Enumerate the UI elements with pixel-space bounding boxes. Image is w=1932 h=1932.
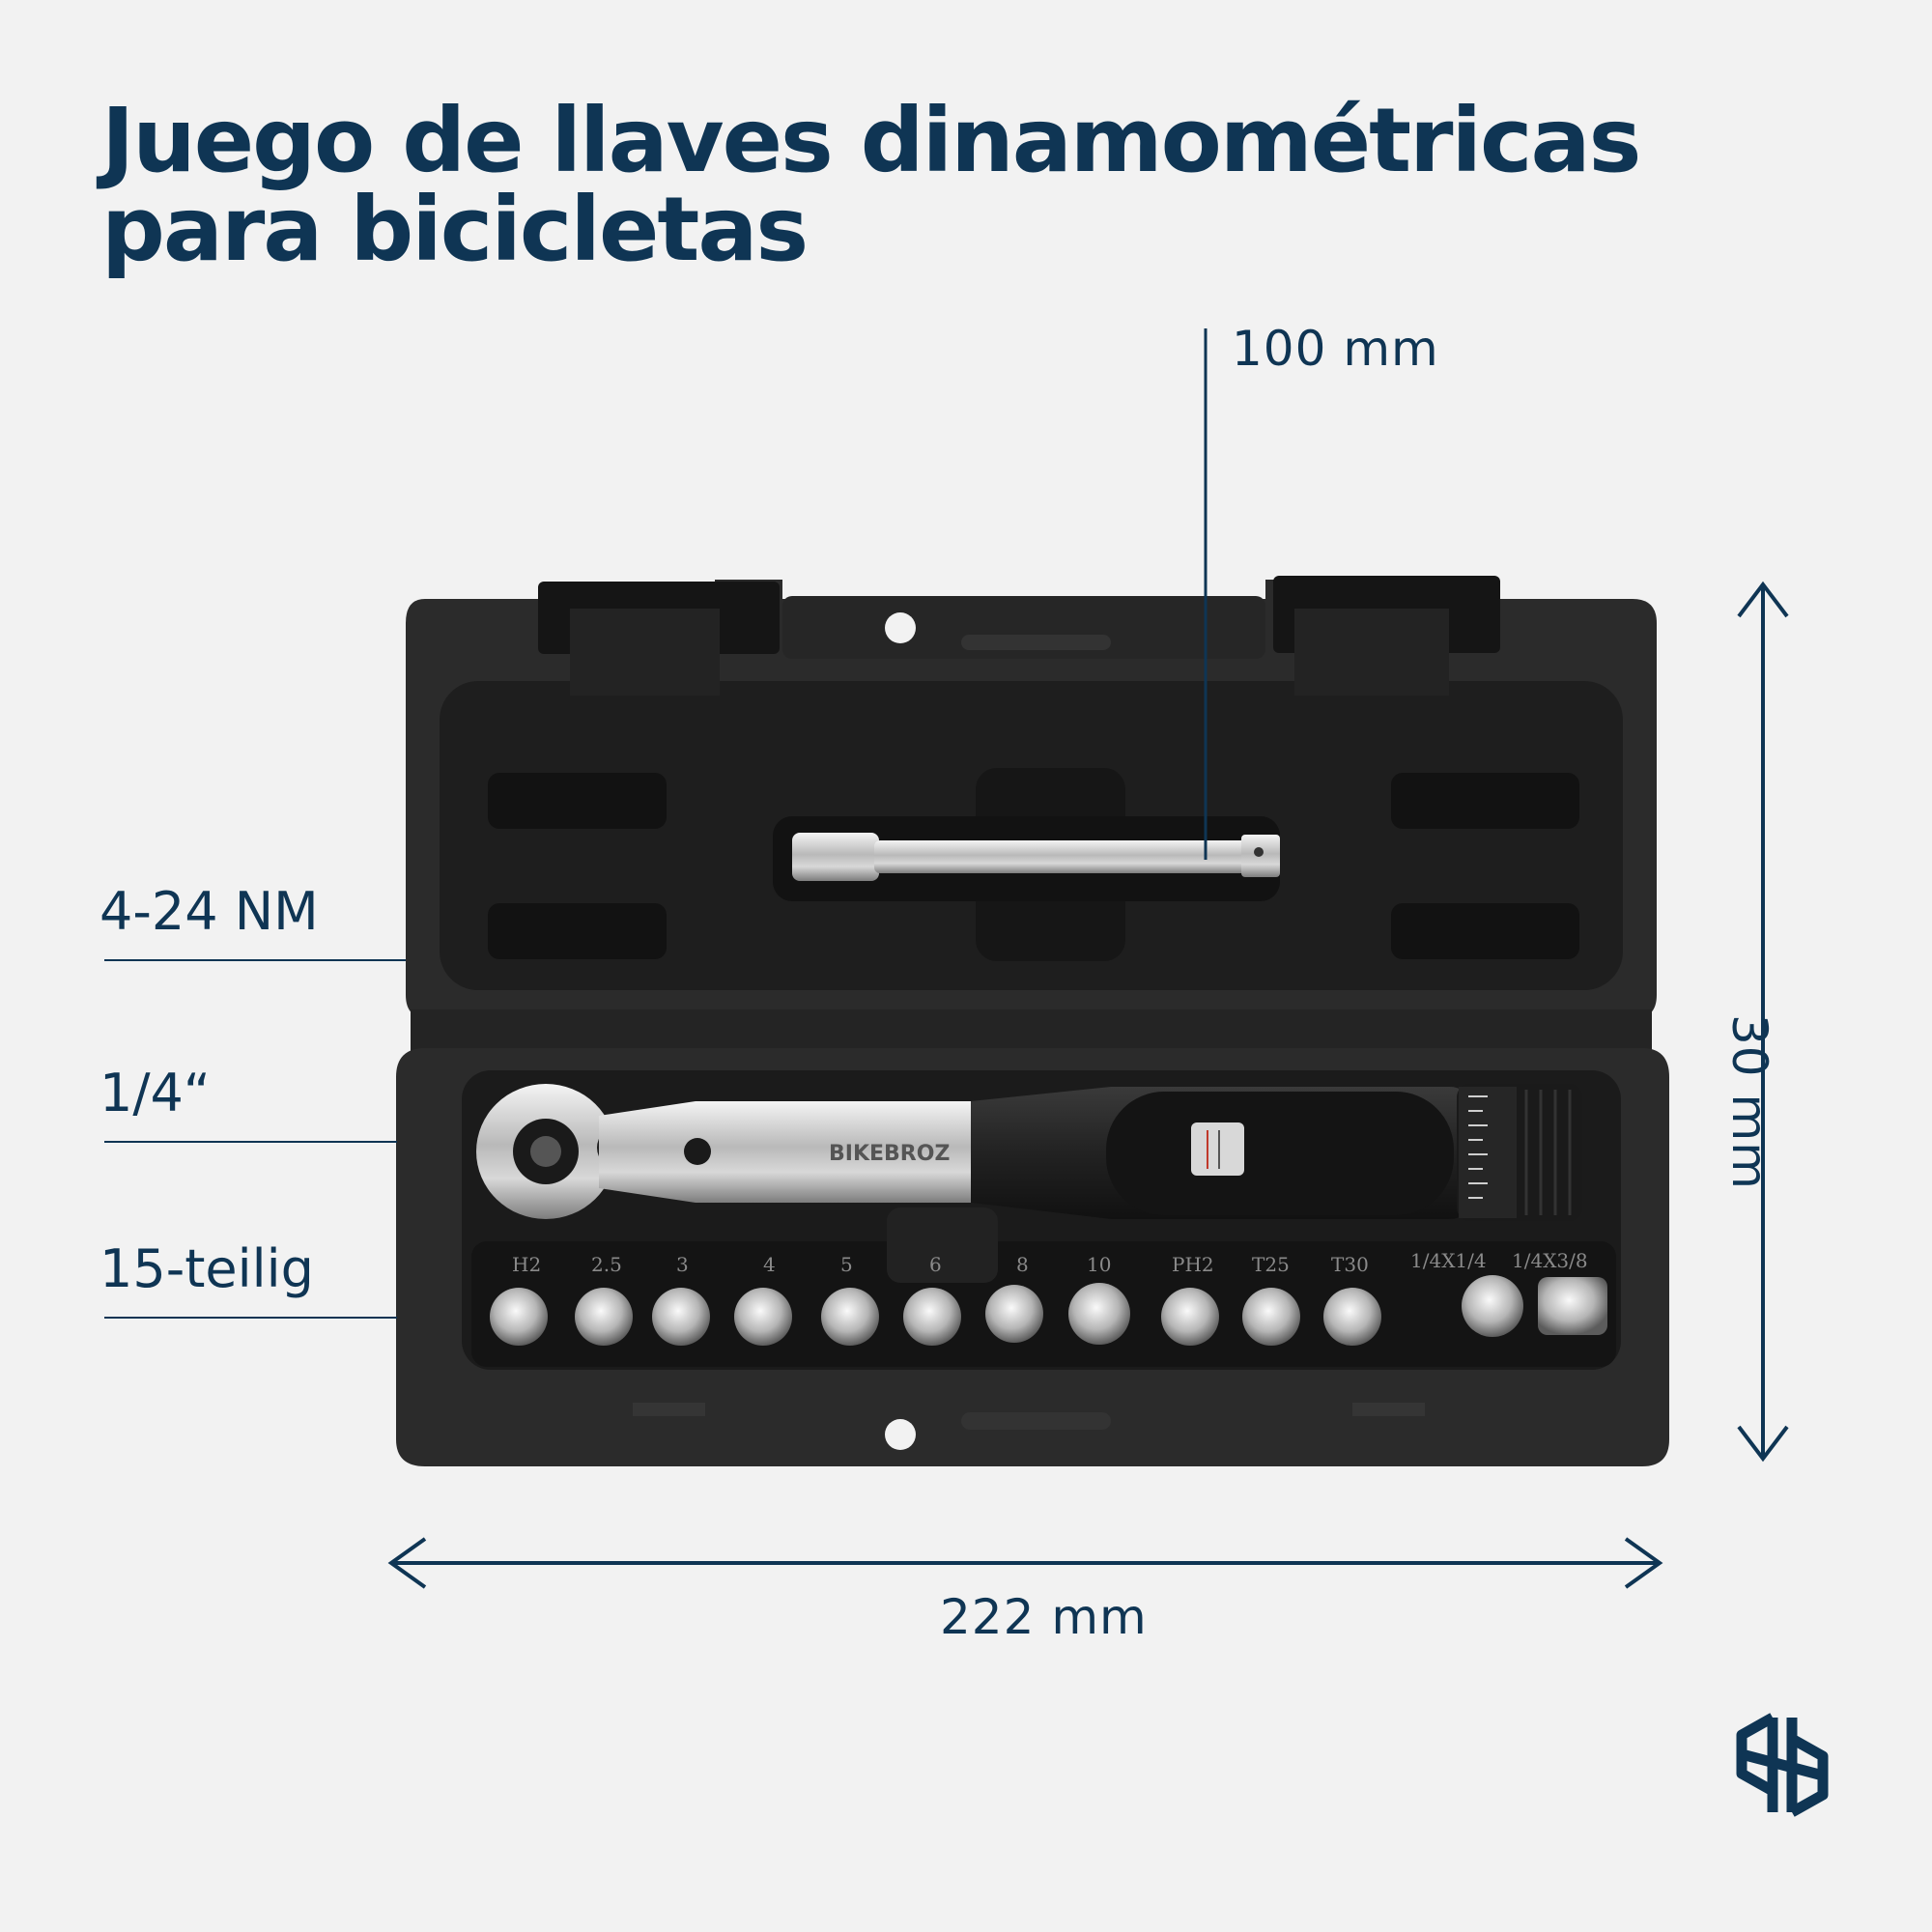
bit-socket [575,1288,633,1346]
bit-label: 8 [1016,1253,1029,1276]
bit-labels: H2 2.5 3 4 5 6 8 10 PH2 T25 T30 1/4X1/4 … [512,1249,1588,1276]
bit-label: 3 [676,1253,689,1276]
torque-guide-line [104,959,406,961]
page-title: Juego de llaves dinamométricas para bici… [101,89,1641,281]
bit-label: 1/4X3/8 [1512,1249,1588,1272]
bit-label: 6 [929,1253,942,1276]
wrench-tray-bump [887,1208,998,1283]
bit-label: H2 [512,1253,541,1276]
bit-label: T25 [1252,1253,1290,1276]
case-lid [406,576,1657,1019]
bit-label: T30 [1331,1253,1369,1276]
bit-socket [903,1288,961,1346]
pieces-guide-line [104,1317,397,1319]
width-arrow [387,1537,1663,1589]
bit-socket [490,1288,548,1346]
extension-length-label: 100 mm [1232,321,1439,377]
title-line-1: Juego de llaves dinamométricas [101,89,1641,192]
bit-socket [1242,1288,1300,1346]
bit-label: 2.5 [591,1253,622,1276]
brand-logo-icon [1736,1713,1829,1817]
case-height-label: 30 mm [1721,1014,1777,1190]
adapter-socket [1538,1277,1607,1335]
bit-sockets [490,1275,1607,1346]
torque-wrench: BIKEBROZ [476,1084,1582,1221]
bit-label: PH2 [1172,1253,1214,1276]
case-width-label: 222 mm [940,1589,1148,1645]
torque-range-label: 4-24 NM [99,881,319,942]
height-arrow [1737,581,1789,1463]
bit-socket [821,1288,879,1346]
bit-socket [1161,1288,1219,1346]
drive-size-label: 1/4“ [99,1063,211,1123]
title-line-2: para bicicletas [101,178,809,281]
bit-label: 10 [1087,1253,1111,1276]
bit-socket [1068,1283,1130,1345]
bit-label: 4 [763,1253,776,1276]
wrench-brand-text: BIKEBROZ [829,1142,950,1166]
case-hinge [411,1009,1652,1053]
adapter-socket [1462,1275,1523,1337]
bit-label: 1/4X1/4 [1410,1249,1487,1272]
piece-count-label: 15-teilig [99,1238,314,1299]
bit-label: 5 [840,1253,853,1276]
bit-socket [734,1288,792,1346]
drive-guide-line [104,1141,397,1143]
bit-socket [985,1285,1043,1343]
bit-socket [1323,1288,1381,1346]
bit-socket [652,1288,710,1346]
